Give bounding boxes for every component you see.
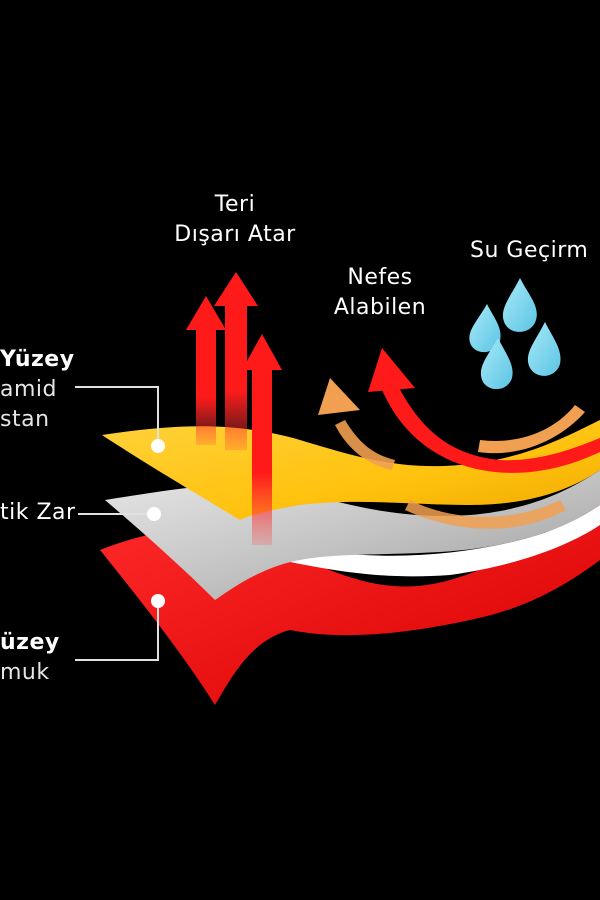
waterproof-orange-top-arrow bbox=[478, 405, 585, 454]
breathable-annotation: Nefes Alabilen bbox=[320, 263, 440, 323]
white-gap-layer bbox=[280, 505, 600, 577]
outer-layer-title: Yüzey bbox=[0, 347, 75, 372]
membrane-layer-dot bbox=[147, 507, 161, 521]
water-drops bbox=[469, 278, 561, 390]
breathable-red-curve-arrow bbox=[380, 380, 600, 473]
breathable-orange-curve-arrow bbox=[335, 420, 395, 470]
outer-layer-label: Yüzey amid stan bbox=[0, 345, 75, 435]
sweat-annotation: Teri Dışarı Atar bbox=[160, 190, 310, 250]
inner-layer-dot bbox=[151, 594, 165, 608]
sweat-line1: Teri bbox=[214, 192, 256, 217]
inner-layer-line2: muk bbox=[0, 660, 50, 685]
outer-layer-dot bbox=[151, 439, 165, 453]
waterproof-orange-curve-arrow bbox=[405, 500, 566, 529]
outer-layer-line2: amid bbox=[0, 377, 57, 402]
breathable-orange-arrowhead bbox=[318, 378, 360, 415]
waterproof-annotation: Su Geçirm bbox=[470, 236, 588, 266]
outer-layer-line3: stan bbox=[0, 407, 50, 432]
sweat-line2: Dışarı Atar bbox=[174, 222, 296, 247]
membrane-layer-label: tik Zar bbox=[0, 498, 76, 528]
waterproof-line1: Su Geçirm bbox=[470, 238, 589, 263]
sweat-arrows bbox=[186, 272, 282, 545]
membrane-layer-title: tik Zar bbox=[0, 500, 76, 525]
breathable-line1: Nefes bbox=[347, 265, 413, 290]
inner-layer-title: üzey bbox=[0, 630, 60, 655]
breathable-red-arrowhead bbox=[368, 348, 415, 392]
callout-lines bbox=[75, 386, 159, 661]
inner-layer-label: üzey muk bbox=[0, 628, 60, 688]
breathable-line2: Alabilen bbox=[333, 295, 427, 320]
